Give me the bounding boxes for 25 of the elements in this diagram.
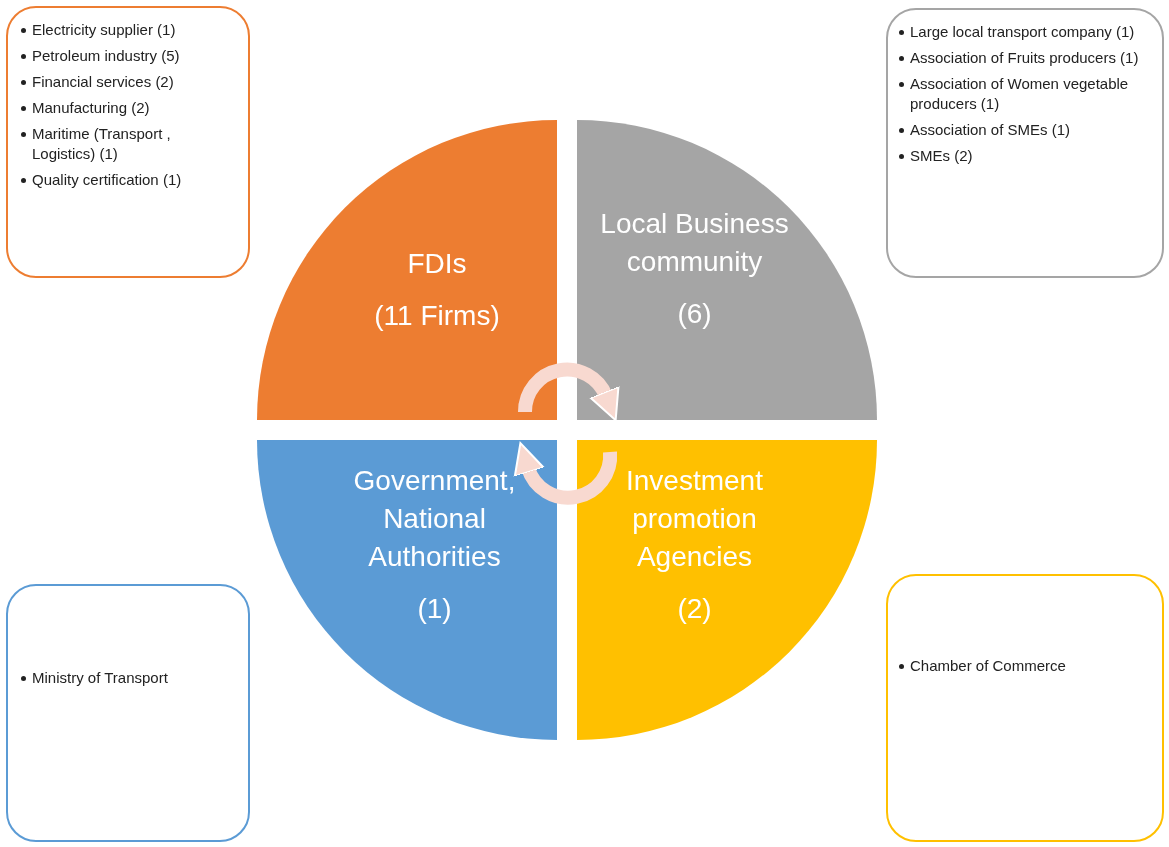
segment-label: (11 Firms): [373, 299, 501, 333]
segment-label: Investment promotion Agencies: [625, 464, 764, 574]
bullet-item: Maritime (Transport , Logistics) (1): [32, 125, 171, 162]
bullet-item: Association of Fruits producers (1): [910, 49, 1139, 66]
bullet-item: Financial services (2): [32, 73, 174, 90]
bullet-item: SMEs (2): [910, 147, 973, 164]
segment-label: FDIs: [406, 247, 468, 281]
list-box: [886, 574, 1164, 842]
segment-label: (2): [676, 592, 713, 626]
bullet-item: Electricity supplier (1): [32, 21, 176, 38]
segment-label: Government, National Authorities: [352, 464, 517, 574]
segment-label: (6): [676, 297, 713, 331]
list-box: [6, 584, 250, 842]
bullet-item: Association of SMEs (1): [910, 121, 1071, 138]
bullet-item: Ministry of Transport: [32, 669, 168, 686]
bullet-item: Association of Women vegetable producers (1): [910, 75, 1129, 112]
bullet-item: Petroleum industry (5): [32, 47, 180, 64]
list-box: [6, 6, 250, 278]
bullet-item: Manufacturing (2): [32, 99, 150, 116]
bullet-item: Quality certification (1): [32, 171, 182, 188]
segment-label: (1): [416, 592, 453, 626]
list-box: [886, 8, 1164, 278]
bullet-item: Chamber of Commerce: [910, 657, 1066, 674]
segment-label: Local Business community: [599, 207, 790, 279]
bullet-item: Large local transport company (1): [910, 23, 1135, 40]
